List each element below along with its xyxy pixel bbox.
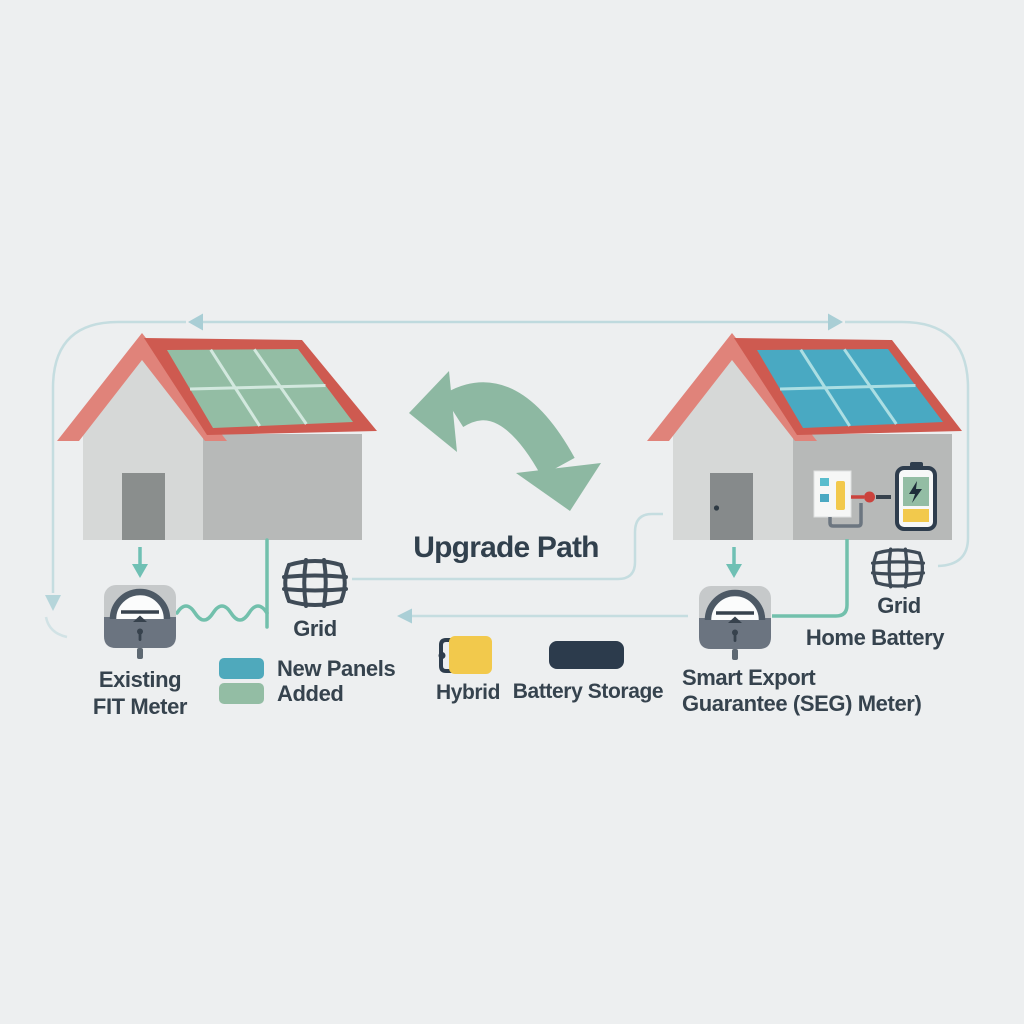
left-panel-grid-lines — [189, 348, 326, 427]
wall-inverter-icon — [813, 470, 891, 528]
lightning-bolt-icon — [909, 481, 922, 503]
legend-swatch-added — [219, 683, 264, 704]
panel-legend: New Panels Added — [219, 656, 396, 706]
seg-meter-label-line1: Smart Export — [682, 665, 816, 690]
right-house — [647, 333, 962, 540]
red-plug-dot — [864, 491, 875, 503]
left-house-gable-roof — [57, 333, 227, 441]
upgrade-path-label: Upgrade Path — [413, 531, 598, 564]
wavy-wire — [175, 604, 269, 622]
outer-flow-line-left — [44, 320, 186, 639]
left-house-door — [122, 473, 165, 540]
seg-meter-stub — [732, 649, 738, 660]
battery-storage-icon — [549, 641, 624, 669]
hybrid-label: Hybrid — [436, 681, 500, 704]
seg-meter-icon — [699, 586, 771, 649]
fit-meter-icon — [104, 585, 176, 648]
left-house — [57, 333, 377, 540]
grid-connector-line — [352, 512, 663, 581]
fit-meter-stub — [137, 648, 143, 659]
battery-storage-label: Battery Storage — [513, 680, 663, 703]
right-house-gable-roof — [647, 333, 817, 441]
fit-meter-label-line2: FIT Meter — [93, 694, 188, 719]
legend-swatch-new-panels — [219, 658, 264, 679]
grid-label-right: Grid — [877, 593, 921, 618]
grid-label-left: Grid — [293, 616, 337, 641]
legend-label-added: Added — [277, 681, 343, 706]
right-panel-grid-lines — [779, 348, 916, 427]
fit-meter-label-line1: Existing — [99, 667, 181, 692]
double-headed-flow-arrow-icon — [188, 313, 843, 331]
left-flow-arrow-icon — [397, 608, 688, 624]
seg-meter-label-line2: Guarantee (SEG) Meter) — [682, 691, 921, 716]
hybrid-inverter-icon — [438, 636, 492, 674]
left-house-side-wall — [203, 434, 362, 540]
curved-upgrade-arrow-icon — [409, 371, 601, 511]
right-house-grid-wire — [772, 539, 849, 618]
legend-label-new-panels: New Panels — [277, 656, 395, 681]
home-battery-icon — [895, 462, 937, 531]
right-door-knob — [713, 505, 720, 511]
outer-flow-line-right — [845, 320, 970, 568]
home-battery-label: Home Battery — [806, 625, 945, 650]
left-house-wires — [175, 538, 269, 629]
